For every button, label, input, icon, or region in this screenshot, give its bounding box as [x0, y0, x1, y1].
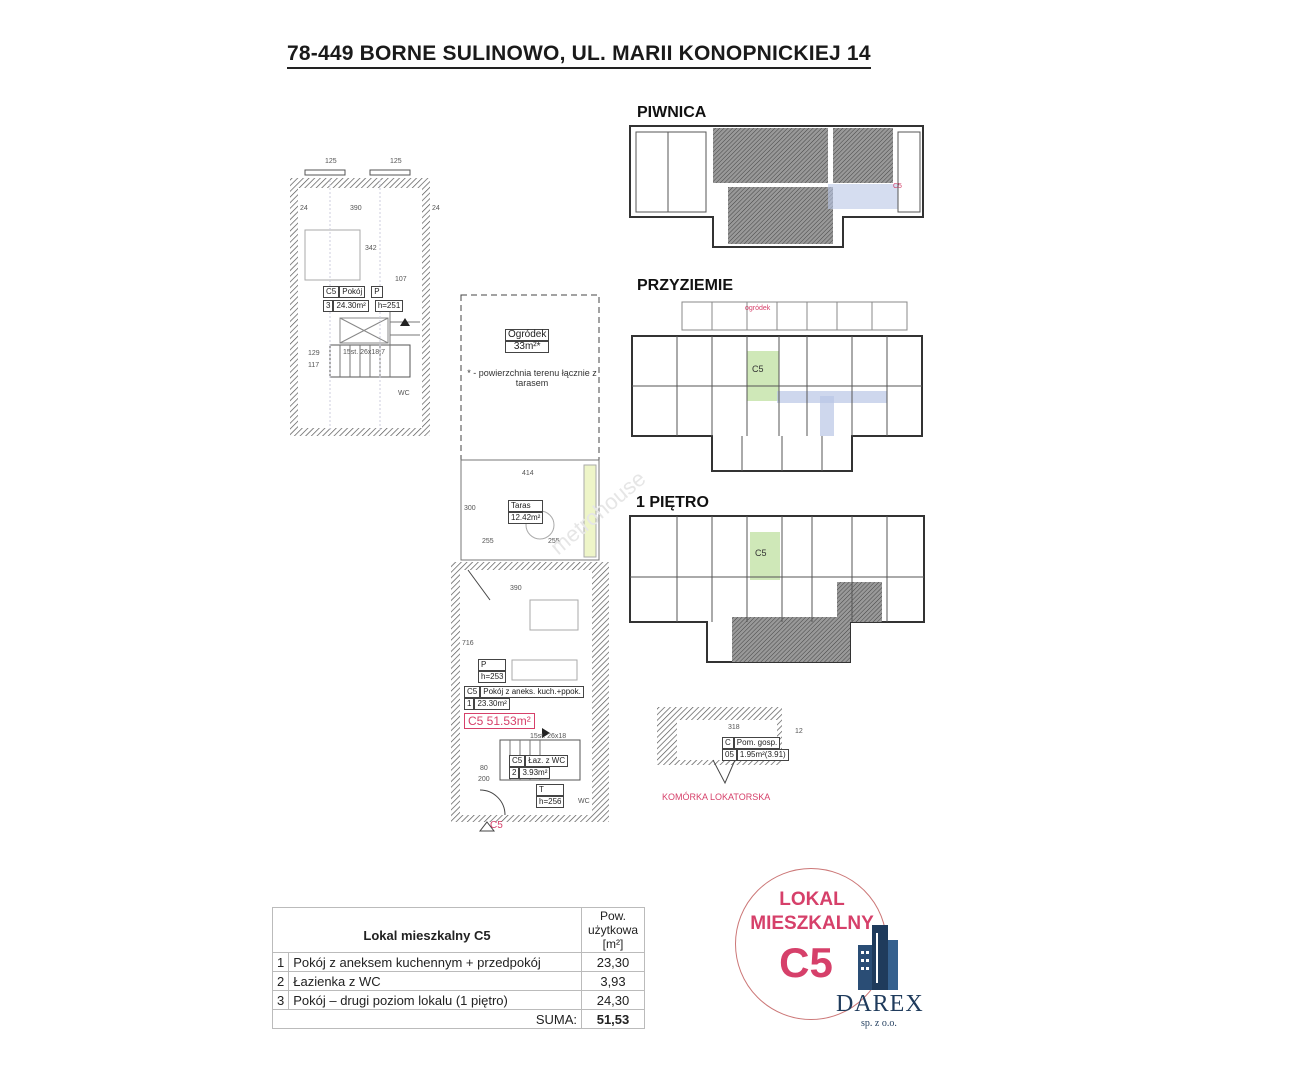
entrance-label: C5 [490, 820, 503, 831]
section-storage: KOMÓRKA LOKATORSKA [662, 792, 771, 802]
dim-label: 200 [478, 776, 490, 783]
garden-note: * - powierzchnia terenu łącznie z tarase… [467, 368, 597, 388]
stamp-line-3: C5 [779, 939, 833, 986]
dim-label: 390 [510, 585, 522, 592]
dim-label: 716 [462, 640, 474, 647]
dim-label: 24 [300, 205, 308, 212]
table-row: 2 Łazienka z WC 3,93 [271, 971, 645, 991]
unit-marker: C5 [752, 364, 764, 374]
wc-label: WC [398, 390, 410, 397]
dim-label: 129 [308, 350, 320, 357]
dim-label: 255 [482, 538, 494, 545]
terrace-label: Taras 12.42m² [508, 500, 544, 524]
darex-logo-sub: sp. z o.o. [861, 1018, 897, 1029]
dim-label: 125 [390, 158, 402, 165]
unit-total-label: C5 51.53m² [464, 713, 535, 729]
stamp-line-2: MIESZKALNY [750, 913, 874, 934]
first-floor-overview-plan [629, 515, 925, 663]
section-basement: PIWNICA [637, 104, 707, 121]
unit-marker: C5 [893, 183, 902, 190]
unit-marker: C5 [755, 548, 767, 558]
wc-label: WC [578, 798, 590, 805]
room-area-upper: 3 24.30m² h=251 [323, 300, 404, 312]
area-table: Lokal mieszkalny C5 Pow.użytkowa [m²] 1 … [271, 907, 645, 1029]
dim-label: 255 [548, 538, 560, 545]
table-sum-row: SUMA: 51,53 [272, 1009, 645, 1029]
bath-finish-label: T h=256 [536, 784, 565, 808]
page-title: 78-449 BORNE SULINOWO, UL. MARII KONOPNI… [287, 42, 871, 69]
dim-label: 125 [325, 158, 337, 165]
dim-label: 300 [464, 505, 476, 512]
darex-logo-icon [858, 925, 898, 990]
floor-finish-label: P h=253 [478, 659, 507, 683]
darex-logo-text: DAREX [836, 991, 924, 1017]
section-first-floor: 1 PIĘTRO [636, 494, 709, 511]
garden-overview-label: ogródek [745, 305, 771, 312]
table-header: Lokal mieszkalny C5 Pow.użytkowa [m²] [272, 907, 645, 953]
dim-label: 24 [432, 205, 440, 212]
dim-label: 390 [350, 205, 362, 212]
dim-label: 318 [728, 724, 740, 731]
dim-label: 117 [308, 362, 320, 369]
basement-plan [629, 125, 924, 248]
stairs-label: 15st. 26x18 [530, 733, 567, 740]
stamp-line-1: LOKAL [779, 889, 845, 910]
dim-label: 414 [522, 470, 534, 477]
dim-label: 342 [365, 245, 377, 252]
section-ground: PRZYZIEMIE [637, 277, 734, 294]
table-title: Lokal mieszkalny C5 [272, 907, 582, 953]
dim-label: 107 [395, 276, 407, 283]
stairs-label: 15st. 26x18,7 [343, 349, 386, 356]
dim-label: 80 [480, 765, 488, 772]
garden-label: Ogródek 33m²* [505, 329, 550, 353]
table-row: 1 Pokój z aneksem kuchennym + przedpokój… [271, 952, 645, 972]
room-label-upper: C5 Pokój P [323, 286, 383, 298]
table-value-header: Pow.użytkowa [m²] [581, 907, 645, 953]
table-row: 3 Pokój – drugi poziom lokalu (1 piętro)… [271, 990, 645, 1010]
ground-overview-plan [631, 301, 923, 472]
dim-label: 12 [795, 728, 803, 735]
